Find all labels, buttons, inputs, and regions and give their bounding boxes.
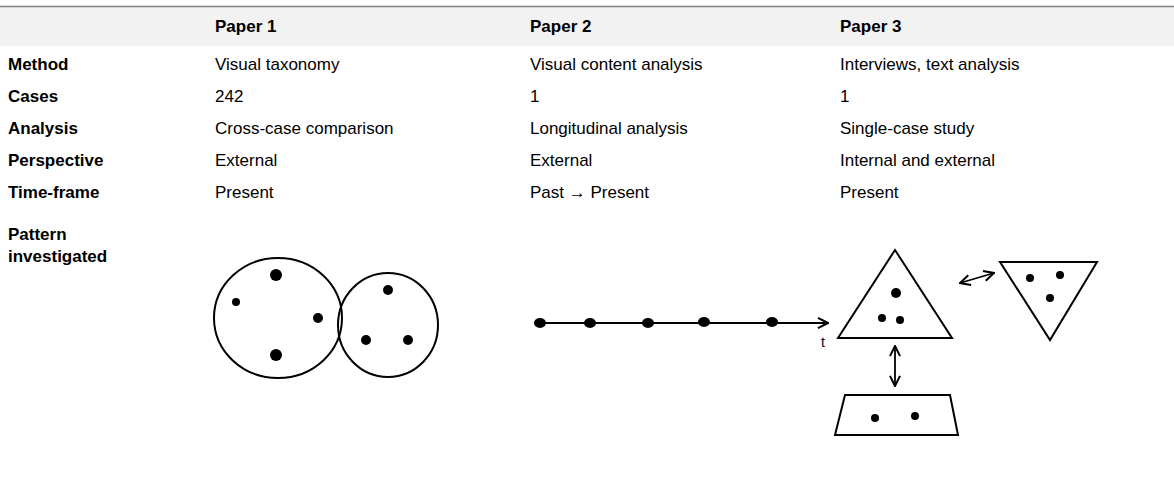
- shape-dots: [871, 271, 1064, 422]
- table-cell: 1: [530, 86, 539, 108]
- table-cell: Single-case study: [840, 118, 974, 140]
- table-cell: 1: [840, 86, 849, 108]
- header-cell: Perspective: [8, 150, 103, 172]
- table-cell: Visual content analysis: [530, 54, 703, 76]
- timeline-sketch: [534, 317, 828, 328]
- header-cell: Paper 1: [215, 16, 276, 38]
- header-cell: Time-frame: [8, 182, 99, 204]
- table-cell: Internal and external: [840, 150, 995, 172]
- header-cell: Method: [8, 54, 68, 76]
- header-band: [0, 7, 1174, 46]
- table-cell: Visual taxonomy: [215, 54, 339, 76]
- table-cell: 242: [215, 86, 243, 108]
- header-cell: Analysis: [8, 118, 78, 140]
- relation-arrows: [895, 273, 994, 386]
- header-cell: Cases: [8, 86, 58, 108]
- table-cell: Longitudinal analysis: [530, 118, 688, 140]
- table-cell: External: [215, 150, 277, 172]
- table-cell: Present: [840, 182, 899, 204]
- header-cell: Paper 3: [840, 16, 901, 38]
- cluster-dots: [232, 269, 413, 361]
- shape-sketch: [835, 250, 1097, 435]
- table-rule: [0, 6, 1174, 8]
- table-cell: External: [530, 150, 592, 172]
- cluster-sketch: [214, 258, 438, 378]
- table-cell: Cross-case comparison: [215, 118, 394, 140]
- table-cell: t: [821, 334, 825, 350]
- table-cell: Interviews, text analysis: [840, 54, 1020, 76]
- table-cell: Present: [215, 182, 274, 204]
- table-cell: Past → Present: [530, 182, 649, 204]
- header-cell: Paper 2: [530, 16, 591, 38]
- header-cell: Pattern investigated: [8, 224, 118, 268]
